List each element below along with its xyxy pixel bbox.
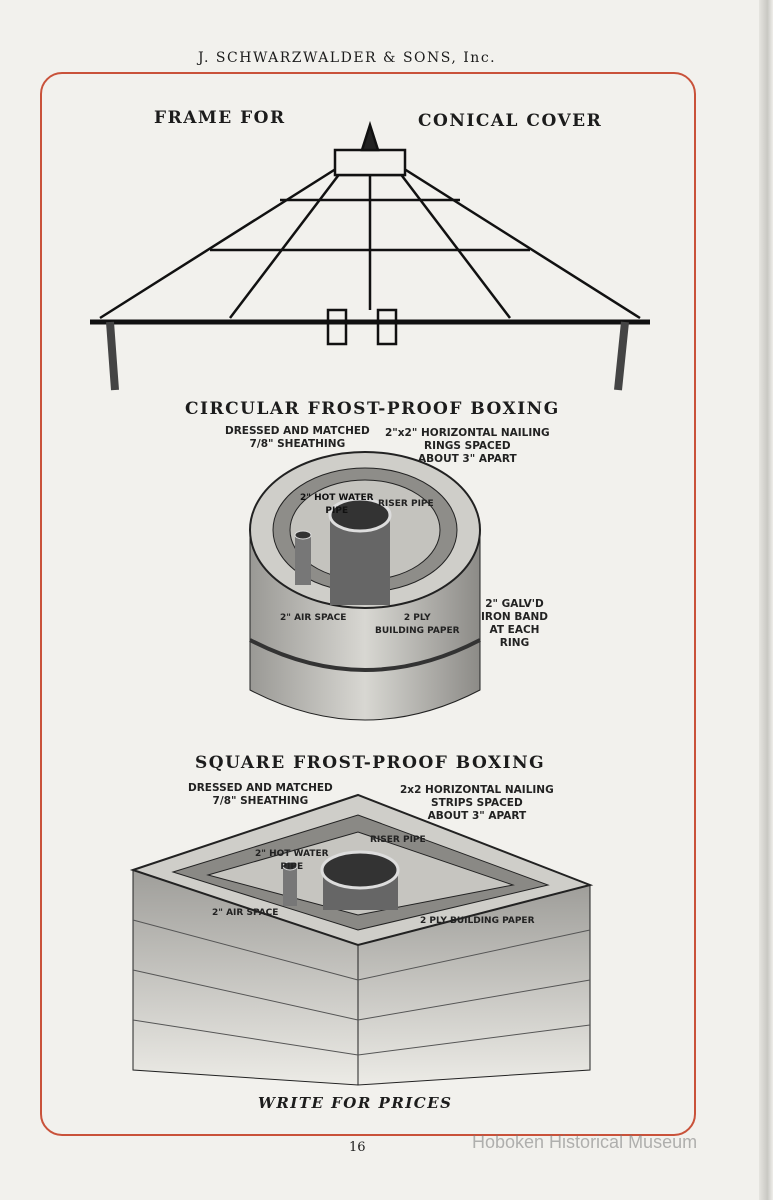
page-binding-edge — [759, 0, 773, 1200]
circ-label-riser: RISER PIPE — [378, 499, 434, 509]
red-border-frame — [40, 72, 696, 1136]
sq-label-nailing: 2x2 HORIZONTAL NAILING STRIPS SPACED ABO… — [400, 784, 554, 822]
sq-label-paper: 2 PLY BUILDING PAPER — [420, 916, 535, 926]
square-title: SQUARE FROST-PROOF BOXING — [195, 753, 546, 773]
circ-label-sheathing: DRESSED AND MATCHED 7/8" SHEATHING — [225, 425, 370, 450]
circ-label-paper: 2 PLY BUILDING PAPER — [375, 613, 460, 636]
conical-title-left: FRAME FOR — [154, 108, 286, 128]
sq-label-riser: RISER PIPE — [370, 835, 426, 845]
circ-label-hot-water: 2" HOT WATER PIPE — [300, 493, 374, 516]
sq-label-sheathing: DRESSED AND MATCHED 7/8" SHEATHING — [188, 782, 333, 807]
square-boxing-illustration — [129, 793, 594, 1086]
page-header: J. SCHWARZWALDER & SONS, Inc. — [198, 50, 497, 66]
circular-title: CIRCULAR FROST-PROOF BOXING — [185, 399, 560, 419]
circular-boxing-illustration — [249, 451, 481, 721]
conical-frame-illustration — [90, 120, 650, 391]
page-number: 16 — [349, 1140, 366, 1155]
footer-write-for-prices: WRITE FOR PRICES — [258, 1094, 453, 1112]
conical-title-right: CONICAL COVER — [418, 111, 603, 131]
circ-label-nailing: 2"x2" HORIZONTAL NAILING RINGS SPACED AB… — [385, 427, 550, 465]
sq-label-air: 2" AIR SPACE — [212, 908, 279, 918]
circ-label-air: 2" AIR SPACE — [280, 613, 347, 623]
watermark: Hoboken Historical Museum — [472, 1132, 698, 1152]
circ-label-band: 2" GALV'D IRON BAND AT EACH RING — [481, 598, 548, 649]
sq-label-hot-water: 2" HOT WATER PIPE — [255, 849, 329, 872]
